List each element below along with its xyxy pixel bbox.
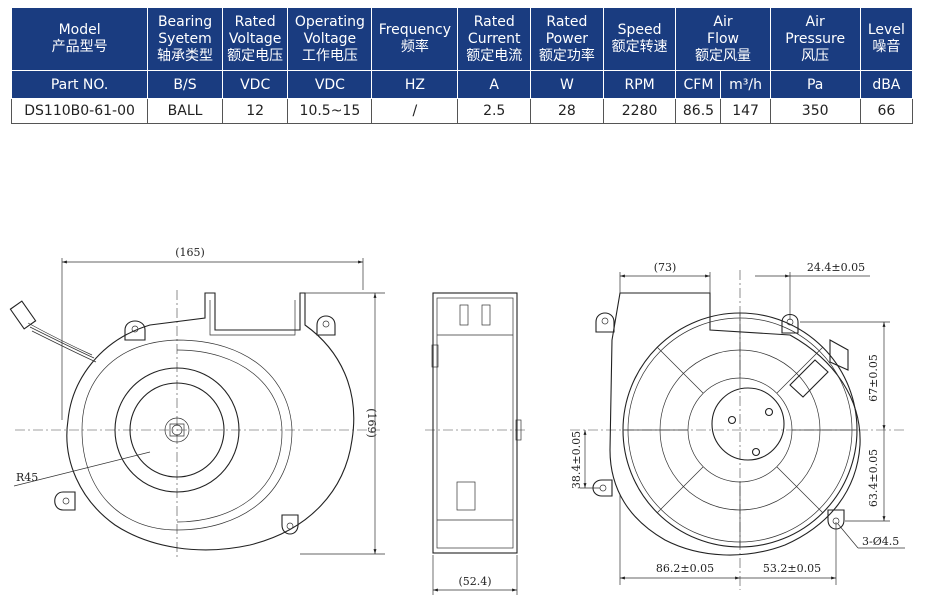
grille-spokes [623,313,857,547]
fan-wheel [114,367,240,493]
value-cell: 2280 [602,98,677,124]
dim-holes: 3-Ø4.5 [862,535,899,548]
front-view: (165) (169) R45 [9,246,385,560]
dim-back-left-height: 38.4±0.05 [570,431,583,489]
unit-cell: dBA [859,70,914,99]
connector-wires [9,300,97,363]
unit-cell: Part NO. [10,70,149,99]
dim-back-right-lower: 63.4±0.05 [867,449,880,507]
side-body [432,292,518,554]
dim-back-right-upper: 67±0.05 [867,354,880,402]
unit-cell: Pa [769,70,861,99]
fan-hub-ring [129,382,225,478]
unit-cell: RPM [602,70,677,99]
back-view: (73) 24.4±0.05 67±0.05 63.4±0.05 38.4±0.… [570,261,905,590]
value-cell: 66 [859,98,914,124]
value-cell: 2.5 [457,98,532,124]
dim-back-bottom-right: 53.2±0.05 [763,562,821,575]
unit-cell: HZ [371,70,459,99]
dim-front-width: (165) [175,246,205,259]
dim-back-top-width: (73) [654,261,677,274]
value-cell: / [371,98,459,124]
value-cell: 350 [769,98,861,124]
value-cell: 28 [530,98,604,124]
dim-back-top-offset: 24.4±0.05 [807,261,865,274]
dim-back-bottom-left: 86.2±0.05 [656,562,714,575]
back-hub [711,387,785,461]
dim-front-height: (169) [365,408,378,438]
unit-cell: VDC [221,70,289,99]
front-housing-outline [66,292,355,551]
value-row: DS110B0-61-00 BALL 12 10.5~15 / 2.5 28 2… [10,98,914,124]
unit-cell: m³/h [720,70,771,99]
value-cell: 10.5~15 [287,98,373,124]
dim-radius: R45 [16,471,38,484]
unit-cell: CFM [675,70,722,99]
value-cell: 86.5 [675,98,722,124]
side-view: (52.4) [425,292,525,595]
dim-side-depth: (52.4) [458,575,491,588]
front-mount-lugs [54,315,336,535]
value-cell: 147 [720,98,771,124]
unit-cell: VDC [287,70,373,99]
value-cell: DS110B0-61-00 [10,98,149,124]
value-cell: BALL [147,98,223,124]
value-cell: 12 [221,98,289,124]
back-housing-outline [609,292,861,556]
